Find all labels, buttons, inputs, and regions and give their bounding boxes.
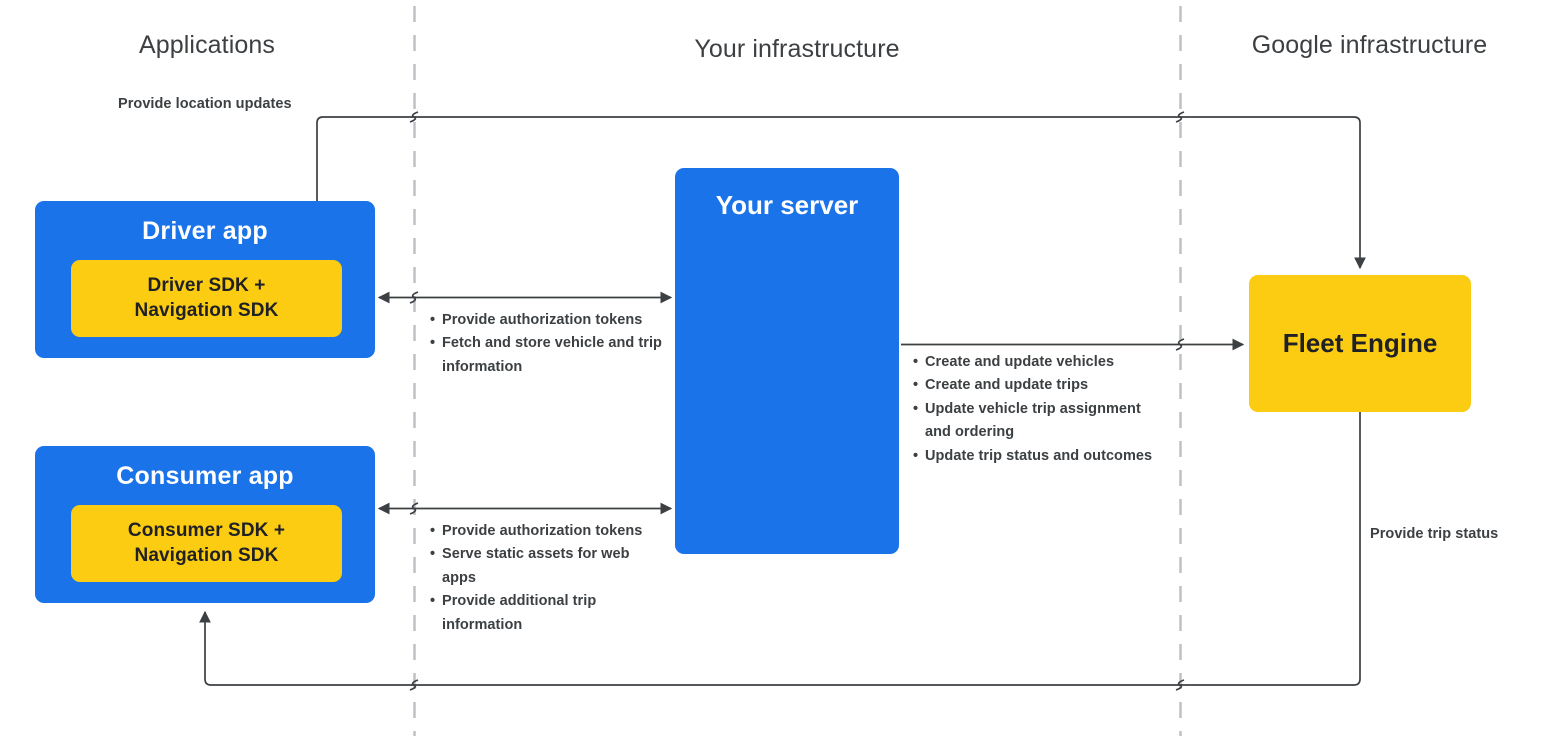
bullets-consumer-to-server: Provide authorization tokensServe static… [430,520,665,637]
driver-app-title: Driver app [142,217,268,245]
bullet-item: Update trip status and outcomes [913,445,1163,469]
bullets-driver-to-server: Provide authorization tokensFetch and st… [430,309,665,379]
column-heading-applications: Applications [138,31,275,59]
fleet-engine-title: Fleet Engine [1282,328,1438,358]
bullet-item: Provide authorization tokens [430,520,665,544]
your-server-title: Your server [715,190,859,220]
node-consumer-sdk: Consumer SDK +Navigation SDK [71,505,342,582]
consumer-app-title: Consumer app [116,462,294,490]
node-your-server: Your server [675,168,899,554]
column-heading-your-infrastructure: Your infrastructure [694,35,900,63]
node-driver-app: Driver app Driver SDK +Navigation SDK [35,201,375,358]
bullet-item: Provide authorization tokens [430,309,665,333]
bullets-server-to-fleet-engine: Create and update vehiclesCreate and upd… [913,351,1163,469]
bullet-item: Serve static assets for web apps [430,543,665,590]
bullet-item: Create and update trips [913,374,1163,398]
node-consumer-app: Consumer app Consumer SDK +Navigation SD… [35,446,375,603]
label-provide-trip-status: Provide trip status [1370,526,1499,542]
label-provide-location-updates: Provide location updates [118,96,292,112]
node-driver-sdk: Driver SDK +Navigation SDK [71,260,342,337]
bullet-item: Provide additional trip information [430,590,665,637]
bullet-item: Create and update vehicles [913,351,1163,375]
node-fleet-engine: Fleet Engine [1249,275,1471,412]
bullet-item: Update vehicle trip assignment and order… [913,398,1163,445]
column-heading-google-infrastructure: Google infrastructure [1251,31,1488,59]
bullet-item: Fetch and store vehicle and trip informa… [430,332,665,379]
